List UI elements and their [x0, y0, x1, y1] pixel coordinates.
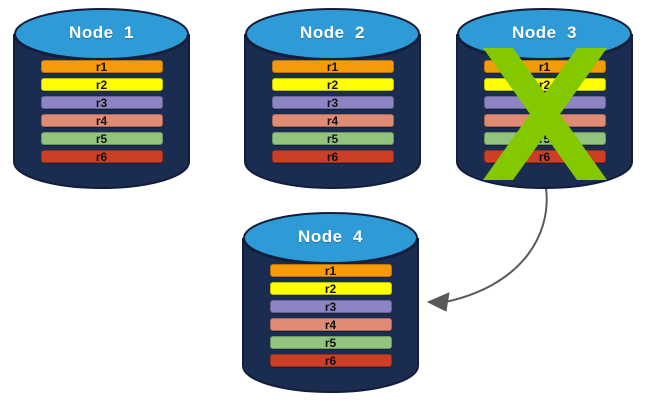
node-row-list: r1 r2 r3 r4 r5 r6: [14, 60, 189, 163]
data-row-r5[interactable]: r5: [40, 131, 163, 146]
data-row-r5[interactable]: r5: [483, 131, 606, 146]
replication-arrow-head: [426, 292, 450, 312]
data-row-label: r1: [95, 59, 108, 74]
data-row-r4[interactable]: r4: [269, 317, 392, 332]
cylinder-top-cap: [243, 212, 418, 264]
data-row-r4[interactable]: r4: [483, 113, 606, 128]
data-row-r4[interactable]: r4: [40, 113, 163, 128]
data-row-r2[interactable]: r2: [483, 77, 606, 92]
data-row-label: r4: [538, 113, 551, 128]
data-row-label: r3: [538, 95, 551, 110]
data-row-label: r5: [324, 335, 337, 350]
data-row-r6[interactable]: r6: [269, 353, 392, 368]
data-row-label: r5: [538, 131, 551, 146]
node-row-list: r1 r2 r3 r4 r5 r6: [457, 60, 632, 163]
data-row-label: r3: [326, 95, 339, 110]
data-row-label: r4: [95, 113, 108, 128]
data-row-label: r5: [326, 131, 339, 146]
replication-arrow-line: [439, 187, 548, 304]
data-row-label: r6: [538, 149, 551, 164]
data-row-label: r3: [95, 95, 108, 110]
cylinder-top-cap: [457, 8, 632, 60]
data-row-r6[interactable]: r6: [271, 149, 394, 164]
data-row-label: r4: [326, 113, 339, 128]
data-row-r4[interactable]: r4: [271, 113, 394, 128]
data-row-r6[interactable]: r6: [40, 149, 163, 164]
data-row-r3[interactable]: r3: [483, 95, 606, 110]
data-row-r5[interactable]: r5: [269, 335, 392, 350]
data-row-r3[interactable]: r3: [40, 95, 163, 110]
data-row-label: r3: [324, 299, 337, 314]
data-row-label: r2: [95, 77, 108, 92]
data-row-r3[interactable]: r3: [269, 299, 392, 314]
node-row-list: r1 r2 r3 r4 r5 r6: [243, 264, 418, 367]
data-row-r3[interactable]: r3: [271, 95, 394, 110]
data-row-label: r1: [538, 59, 551, 74]
data-row-label: r6: [324, 353, 337, 368]
data-row-r1[interactable]: r1: [271, 59, 394, 74]
data-row-label: r2: [324, 281, 337, 296]
data-row-label: r5: [95, 131, 108, 146]
data-row-r1[interactable]: r1: [40, 59, 163, 74]
data-row-label: r1: [324, 263, 337, 278]
data-row-r2[interactable]: r2: [269, 281, 392, 296]
cylinder-top-cap: [245, 8, 420, 60]
data-row-r2[interactable]: r2: [271, 77, 394, 92]
data-row-label: r6: [95, 149, 108, 164]
data-row-label: r2: [538, 77, 551, 92]
data-row-label: r2: [326, 77, 339, 92]
data-row-r5[interactable]: r5: [271, 131, 394, 146]
data-row-r1[interactable]: r1: [269, 263, 392, 278]
data-row-label: r6: [326, 149, 339, 164]
cylinder-top-cap: [14, 8, 189, 60]
data-row-label: r4: [324, 317, 337, 332]
node-row-list: r1 r2 r3 r4 r5 r6: [245, 60, 420, 163]
data-row-r2[interactable]: r2: [40, 77, 163, 92]
data-row-r6[interactable]: r6: [483, 149, 606, 164]
data-row-r1[interactable]: r1: [483, 59, 606, 74]
data-row-label: r1: [326, 59, 339, 74]
